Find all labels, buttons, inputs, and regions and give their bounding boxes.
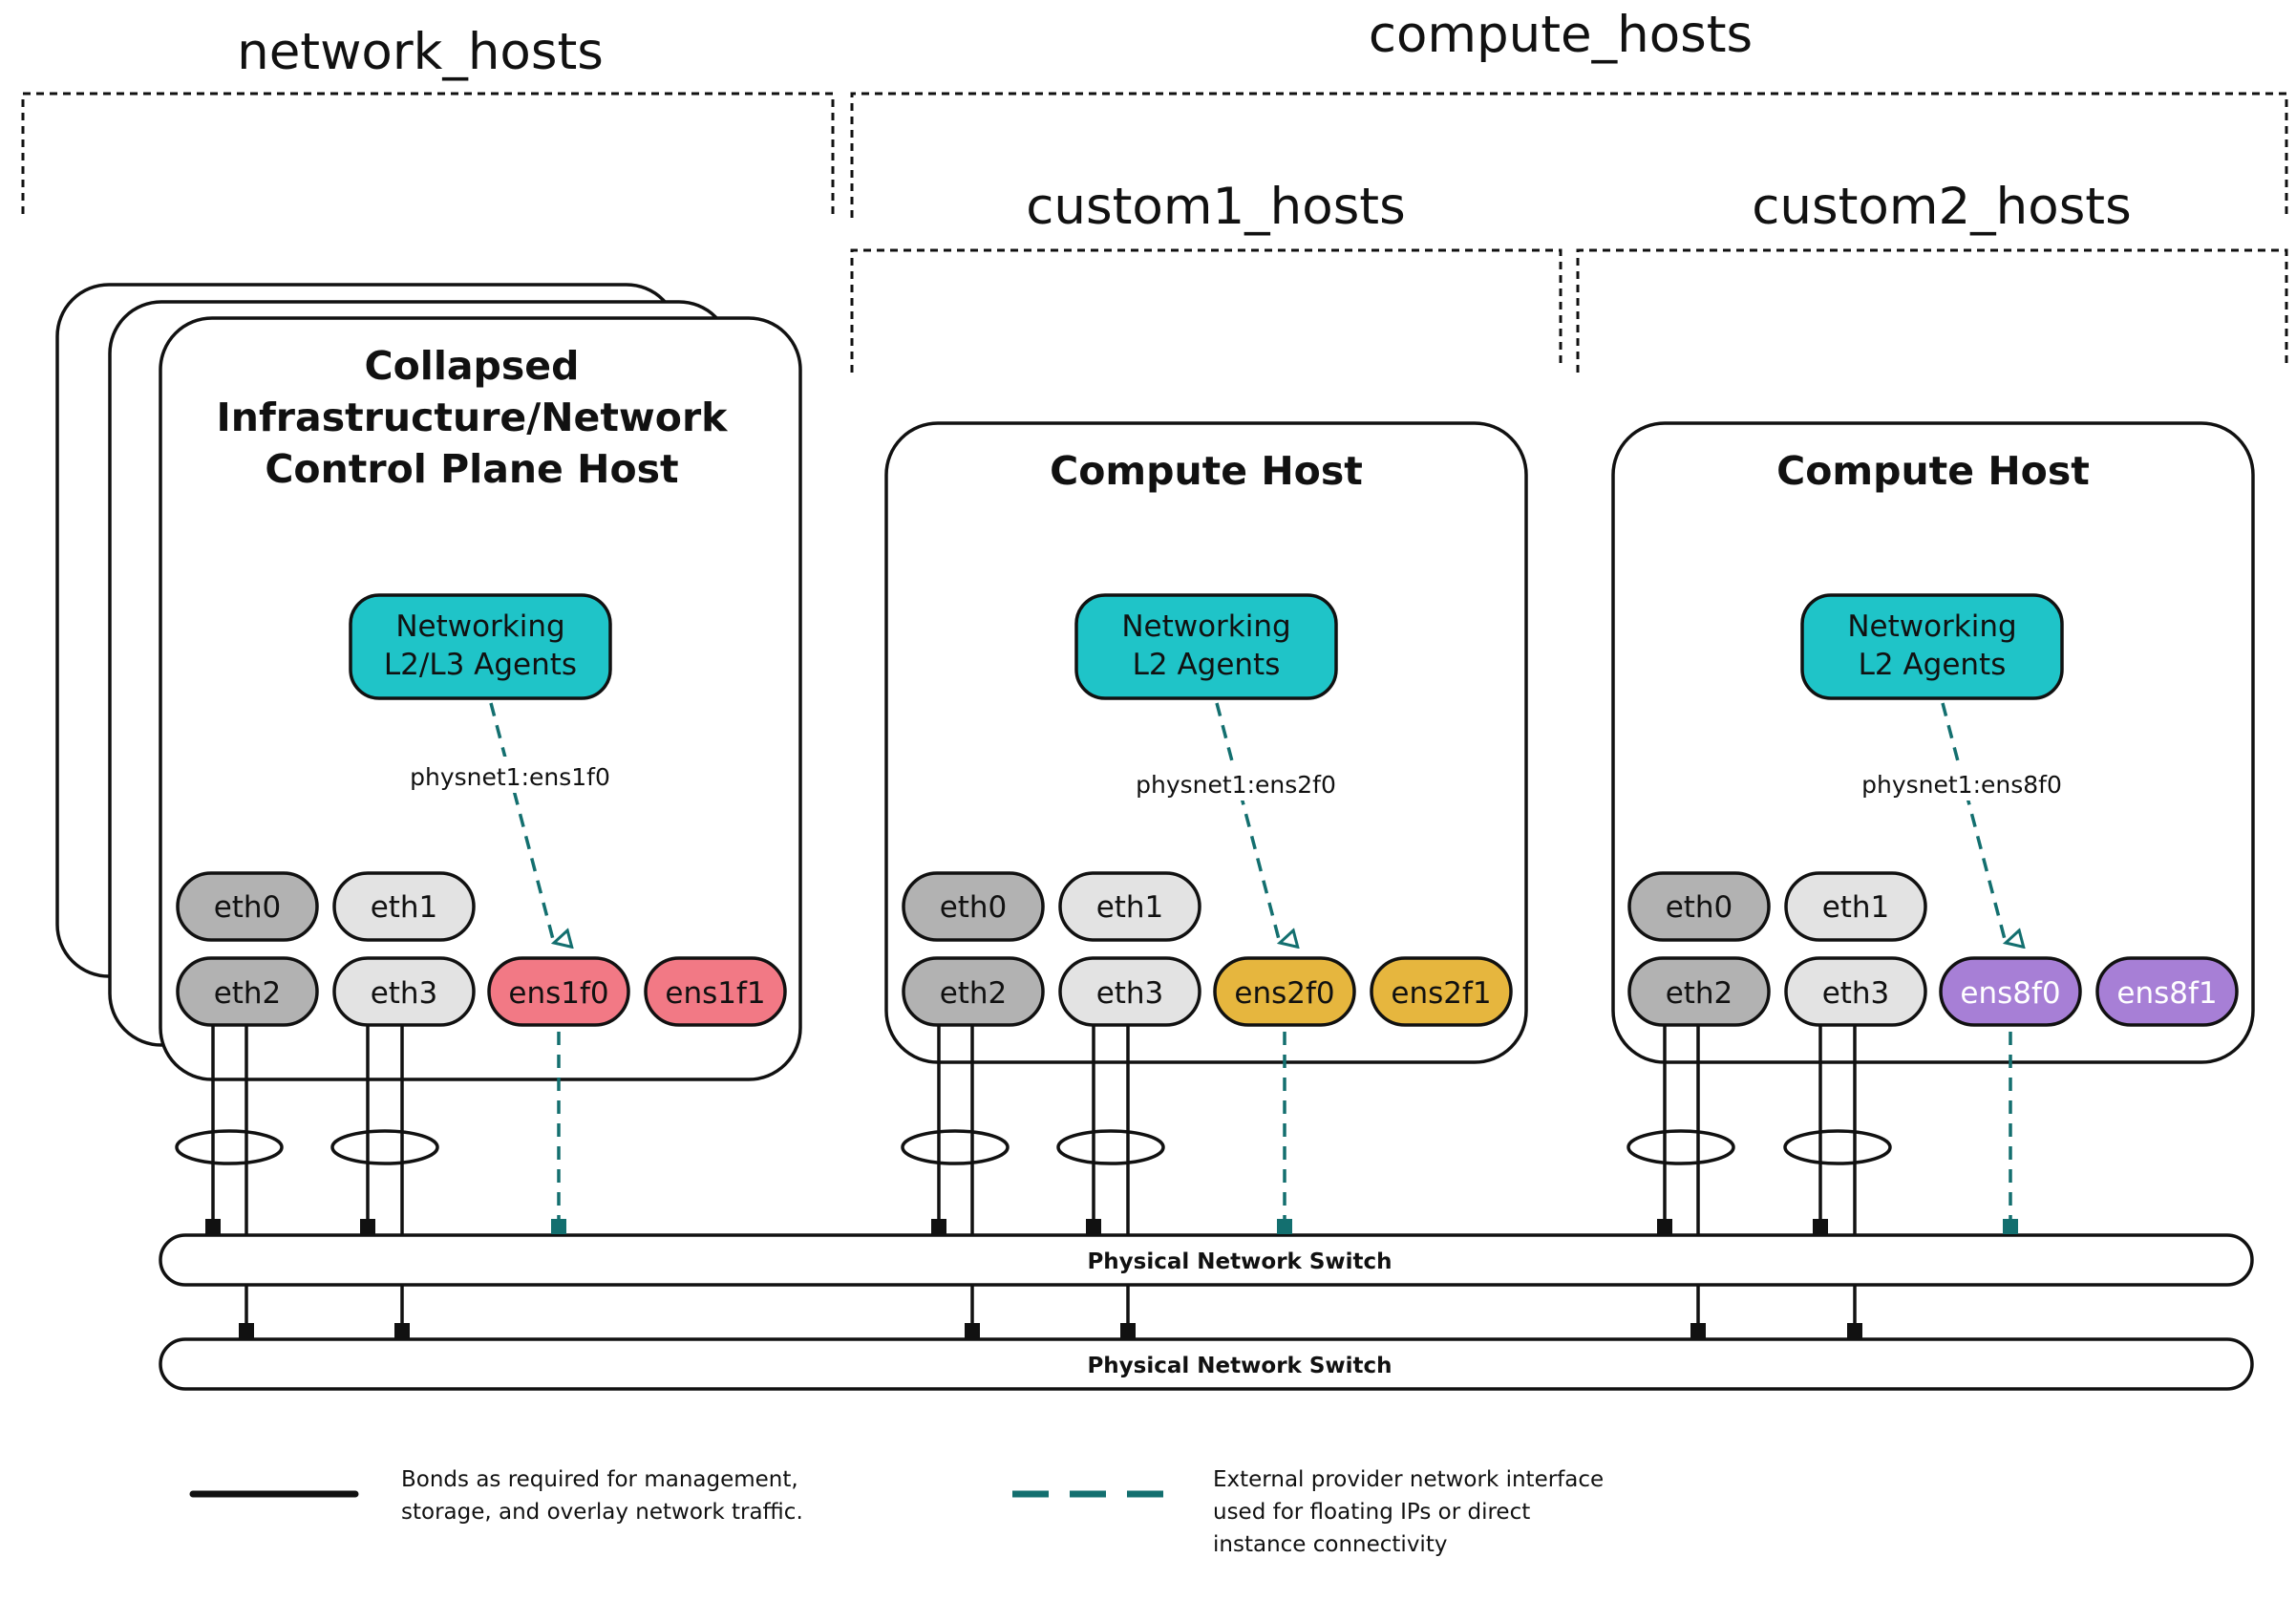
legend-provider-text: used for floating IPs or direct	[1213, 1500, 1530, 1525]
host-title: Compute Host	[1776, 448, 2090, 494]
nic-label: eth1	[1822, 890, 1890, 925]
agent-label: L2/L3 Agents	[384, 648, 577, 682]
nic-provider-spare: ens2f1	[1370, 956, 1513, 1027]
agent-label: Networking	[395, 609, 564, 644]
network-hosts-bracket	[21, 92, 835, 214]
legend-provider-text: instance connectivity	[1213, 1532, 1447, 1557]
nic-provider-active: ens1f0	[487, 956, 630, 1027]
custom1-hosts-bracket	[850, 248, 1563, 373]
host-box-compute-1	[884, 421, 1528, 1064]
compute-hosts-bracket	[850, 92, 2288, 218]
physnet-mapping-arrow	[1941, 702, 2006, 943]
nic-label: eth3	[371, 976, 438, 1011]
physical-switch-bottom: Physical Network Switch	[159, 1337, 2254, 1391]
agent-label: Networking	[1847, 609, 2016, 644]
nic-eth1: eth1	[1784, 871, 1927, 942]
switch-label: Physical Network Switch	[1087, 1249, 1392, 1274]
physical-switch-top: Physical Network Switch	[159, 1233, 2254, 1287]
bond-ellipses	[175, 1129, 1892, 1165]
bond-ellipse	[901, 1129, 1010, 1165]
nic-eth3: eth3	[332, 956, 476, 1027]
nic-provider-active: ens2f0	[1213, 956, 1356, 1027]
bond-ellipse	[1783, 1129, 1892, 1165]
network-hosts-label: network_hosts	[237, 23, 604, 81]
host-title-line: Infrastructure/Network	[217, 395, 730, 440]
compute-hosts-label: compute_hosts	[1369, 6, 1753, 64]
nic-label: eth1	[1096, 890, 1164, 925]
bond-ellipse	[330, 1129, 439, 1165]
nic-label: ens1f0	[508, 976, 608, 1011]
host-box-compute-2	[1611, 421, 2255, 1064]
networking-agent-box: Networking L2 Agents	[1074, 593, 1338, 700]
legend: Bonds as required for management, storag…	[189, 1467, 1604, 1557]
nic-provider-spare: ens1f1	[644, 956, 787, 1027]
custom2-hosts-bracket	[1576, 248, 2288, 373]
bond-ellipse	[1056, 1129, 1165, 1165]
nic-eth1: eth1	[332, 871, 476, 942]
legend-provider-text: External provider network interface	[1213, 1467, 1604, 1492]
agent-label: L2 Agents	[1133, 648, 1281, 682]
legend-bond-text: storage, and overlay network traffic.	[401, 1500, 803, 1525]
switch-label: Physical Network Switch	[1087, 1354, 1392, 1378]
legend-bond-text: Bonds as required for management,	[401, 1467, 798, 1492]
nic-label: ens1f1	[665, 976, 765, 1011]
nic-provider-spare: ens8f1	[2095, 956, 2239, 1027]
bond-ellipse	[175, 1129, 284, 1165]
nic-label: ens8f1	[2116, 976, 2217, 1011]
nic-label: eth2	[214, 976, 282, 1011]
host-title-line: Control Plane Host	[265, 446, 678, 492]
custom1-hosts-label: custom1_hosts	[1026, 178, 1405, 236]
agent-label: Networking	[1121, 609, 1290, 644]
nic-label: eth0	[214, 890, 282, 925]
bond-ellipse	[1626, 1129, 1735, 1165]
nic-eth2: eth2	[1627, 956, 1771, 1027]
nic-label: eth0	[1666, 890, 1733, 925]
nic-label: ens2f0	[1234, 976, 1334, 1011]
custom2-hosts-label: custom2_hosts	[1752, 178, 2131, 236]
agent-label: L2 Agents	[1859, 648, 2007, 682]
physnet-mapping-arrow	[489, 702, 554, 943]
physnet-label: physnet1:ens1f0	[410, 763, 610, 791]
switch-ports-top	[205, 1219, 2018, 1234]
nic-eth1: eth1	[1058, 871, 1201, 942]
nic-eth2: eth2	[176, 956, 319, 1027]
host-title: Compute Host	[1050, 448, 1363, 494]
nic-label: ens8f0	[1960, 976, 2060, 1011]
physnet-label: physnet1:ens8f0	[1861, 771, 2062, 799]
nic-eth3: eth3	[1784, 956, 1927, 1027]
physnet-label: physnet1:ens2f0	[1136, 771, 1336, 799]
nic-eth0: eth0	[902, 871, 1045, 942]
nic-label: eth0	[940, 890, 1008, 925]
host-title-line: Collapsed	[365, 343, 580, 389]
nic-eth0: eth0	[1627, 871, 1771, 942]
networking-agent-box: Networking L2 Agents	[1800, 593, 2064, 700]
nic-label: eth2	[940, 976, 1008, 1011]
switch-ports-bottom	[239, 1323, 1862, 1338]
networking-agent-box: Networking L2/L3 Agents	[349, 593, 612, 700]
nic-eth2: eth2	[902, 956, 1045, 1027]
physnet-mapping-arrow	[1215, 702, 1280, 943]
nic-eth3: eth3	[1058, 956, 1201, 1027]
nic-label: ens2f1	[1391, 976, 1491, 1011]
nic-eth0: eth0	[176, 871, 319, 942]
nic-label: eth1	[371, 890, 438, 925]
nic-label: eth3	[1822, 976, 1890, 1011]
nic-provider-active: ens8f0	[1939, 956, 2082, 1027]
nic-label: eth2	[1666, 976, 1733, 1011]
nic-label: eth3	[1096, 976, 1164, 1011]
